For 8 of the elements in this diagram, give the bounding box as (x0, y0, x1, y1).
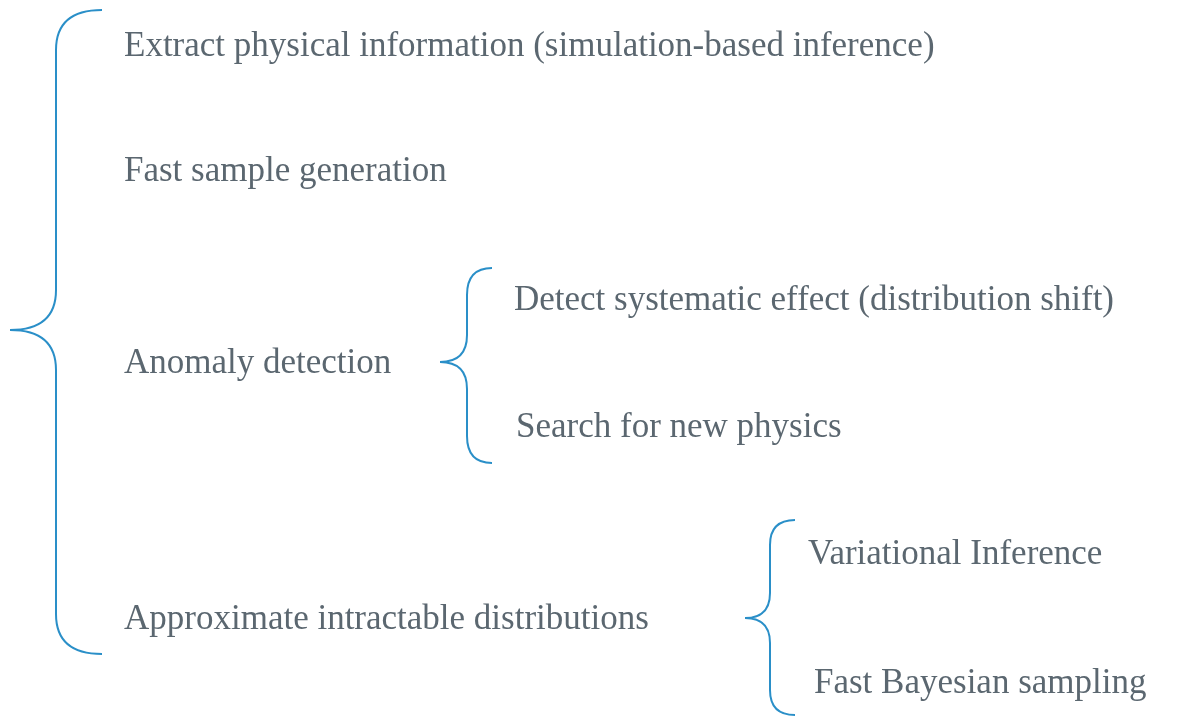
text-label: Detect systematic effect (distribution shift) (514, 279, 1114, 319)
text-label: Fast sample generation (124, 150, 447, 190)
text-label: Search for new physics (516, 406, 842, 446)
text-label: Anomaly detection (124, 342, 392, 382)
text-label: Fast Bayesian sampling (814, 662, 1147, 702)
text-label: Extract physical information (simulation-based inference) (124, 25, 935, 65)
text-label: Variational Inference (808, 533, 1103, 573)
text-label: Approximate intractable distributions (124, 598, 649, 638)
